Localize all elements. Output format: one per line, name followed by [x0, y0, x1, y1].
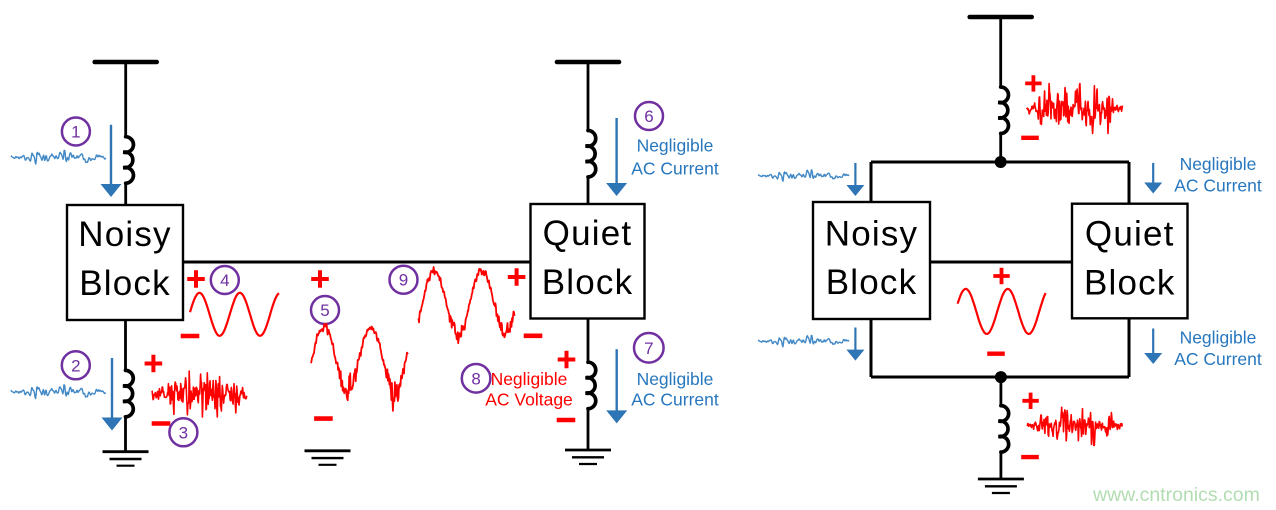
- svg-text:Quiet: Quiet: [1085, 215, 1175, 254]
- svg-text:Noisy: Noisy: [825, 215, 919, 254]
- svg-text:9: 9: [399, 271, 408, 290]
- svg-text:Negligible: Negligible: [637, 136, 714, 156]
- svg-text:3: 3: [179, 423, 188, 442]
- svg-text:Block: Block: [542, 263, 634, 302]
- svg-text:1: 1: [71, 123, 80, 142]
- svg-text:Negligible: Negligible: [1180, 328, 1257, 348]
- svg-text:www.cntronics.com: www.cntronics.com: [1092, 484, 1260, 506]
- svg-text:2: 2: [71, 356, 80, 375]
- svg-text:Negligible: Negligible: [1180, 154, 1257, 174]
- svg-text:AC Current: AC Current: [1174, 175, 1262, 195]
- svg-text:Noisy: Noisy: [78, 215, 172, 254]
- svg-text:Block: Block: [1084, 264, 1176, 303]
- svg-text:8: 8: [471, 369, 480, 388]
- svg-text:Quiet: Quiet: [543, 214, 633, 253]
- svg-text:4: 4: [220, 271, 229, 290]
- svg-text:Block: Block: [79, 264, 171, 303]
- svg-text:6: 6: [644, 107, 653, 126]
- svg-text:5: 5: [320, 301, 329, 320]
- svg-text:AC Current: AC Current: [631, 390, 719, 410]
- svg-text:AC Current: AC Current: [1174, 349, 1262, 369]
- svg-text:AC Current: AC Current: [631, 159, 719, 179]
- svg-text:Block: Block: [826, 263, 918, 302]
- svg-text:AC Voltage: AC Voltage: [485, 390, 573, 410]
- svg-text:7: 7: [644, 339, 653, 358]
- svg-text:Negligible: Negligible: [637, 369, 714, 389]
- svg-text:Negligible: Negligible: [491, 369, 568, 389]
